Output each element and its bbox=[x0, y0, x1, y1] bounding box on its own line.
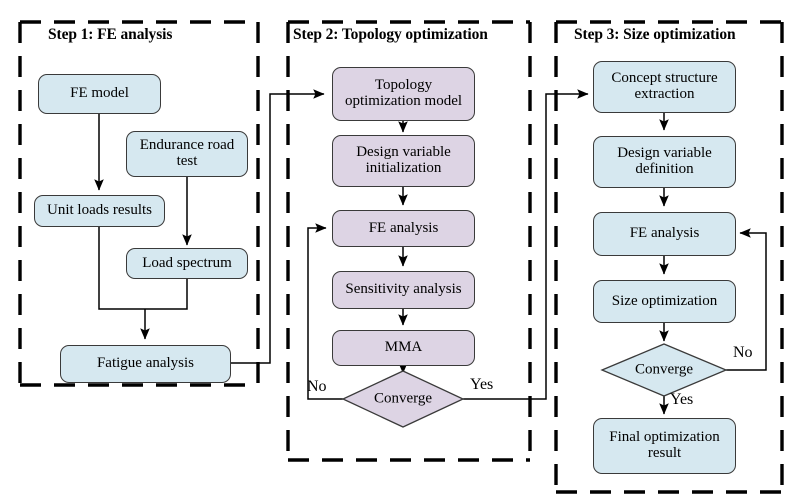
edge-label-yes-step3: Yes bbox=[670, 391, 694, 408]
node-label: Load spectrum bbox=[142, 254, 232, 271]
node-label: Unit loads results bbox=[47, 202, 152, 219]
node-topology-optimization-model[interactable]: Topology optimization model bbox=[332, 67, 475, 121]
node-label: MMA bbox=[384, 339, 423, 356]
step1-connectors bbox=[94, 89, 325, 364]
node-load-spectrum[interactable]: Load spectrum bbox=[126, 248, 248, 279]
panel-border-step1 bbox=[18, 20, 260, 387]
node-unit-loads-results[interactable]: Unit loads results bbox=[34, 195, 165, 227]
node-fe-model[interactable]: FE model bbox=[38, 74, 161, 114]
node-endurance-road-test[interactable]: Endurance road test bbox=[126, 131, 248, 177]
node-fatigue-analysis[interactable]: Fatigue analysis bbox=[60, 345, 231, 383]
node-label: FE analysis bbox=[368, 219, 439, 236]
step2-connectors bbox=[307, 89, 589, 400]
panel-border-step3 bbox=[554, 20, 784, 494]
step3-converge-diamond[interactable] bbox=[600, 343, 728, 397]
node-label: Sensitivity analysis bbox=[345, 281, 462, 298]
node-concept-structure-extraction[interactable]: Concept structure extraction bbox=[593, 61, 736, 113]
node-label: Size optimization bbox=[611, 292, 718, 309]
node-label: Concept structure extraction bbox=[611, 70, 718, 102]
node-label: FE analysis bbox=[629, 225, 700, 242]
node-label: Endurance road test bbox=[139, 137, 235, 169]
decision-label: Converge bbox=[634, 361, 694, 378]
node-label: FE model bbox=[70, 85, 129, 102]
node-fe-analysis-step2[interactable]: FE analysis bbox=[332, 210, 475, 247]
step2-converge-diamond[interactable] bbox=[341, 370, 465, 428]
panel-title-step1: Step 1: FE analysis bbox=[48, 26, 173, 43]
node-label: Design variable initialization bbox=[356, 144, 451, 176]
node-label: Topology optimization model bbox=[344, 77, 463, 109]
node-design-variable-initialization[interactable]: Design variable initialization bbox=[332, 135, 475, 187]
decision-converge-step3[interactable]: Converge bbox=[602, 344, 726, 396]
decision-converge-step2[interactable]: Converge bbox=[343, 371, 463, 427]
node-label: Fatigue analysis bbox=[96, 355, 195, 372]
decision-label: Converge bbox=[373, 390, 433, 407]
step3-connectors bbox=[659, 113, 767, 415]
node-mma[interactable]: MMA bbox=[332, 330, 475, 366]
node-fe-analysis-step3[interactable]: FE analysis bbox=[593, 212, 736, 256]
node-design-variable-definition[interactable]: Design variable definition bbox=[593, 136, 736, 188]
node-sensitivity-analysis[interactable]: Sensitivity analysis bbox=[332, 271, 475, 309]
edge-label-yes-step2: Yes bbox=[470, 376, 494, 393]
node-label: Design variable definition bbox=[617, 145, 712, 177]
edge-label-no-step3: No bbox=[733, 344, 753, 361]
panel-title-step3: Step 3: Size optimization bbox=[574, 26, 736, 43]
node-final-optimization-result[interactable]: Final optimization result bbox=[593, 418, 736, 474]
node-label: Final optimization result bbox=[609, 429, 720, 461]
panel-title-step2: Step 2: Topology optimization bbox=[293, 26, 488, 43]
node-size-optimization[interactable]: Size optimization bbox=[593, 280, 736, 323]
edge-label-no-step2: No bbox=[307, 378, 327, 395]
panel-border-step2 bbox=[286, 20, 532, 462]
